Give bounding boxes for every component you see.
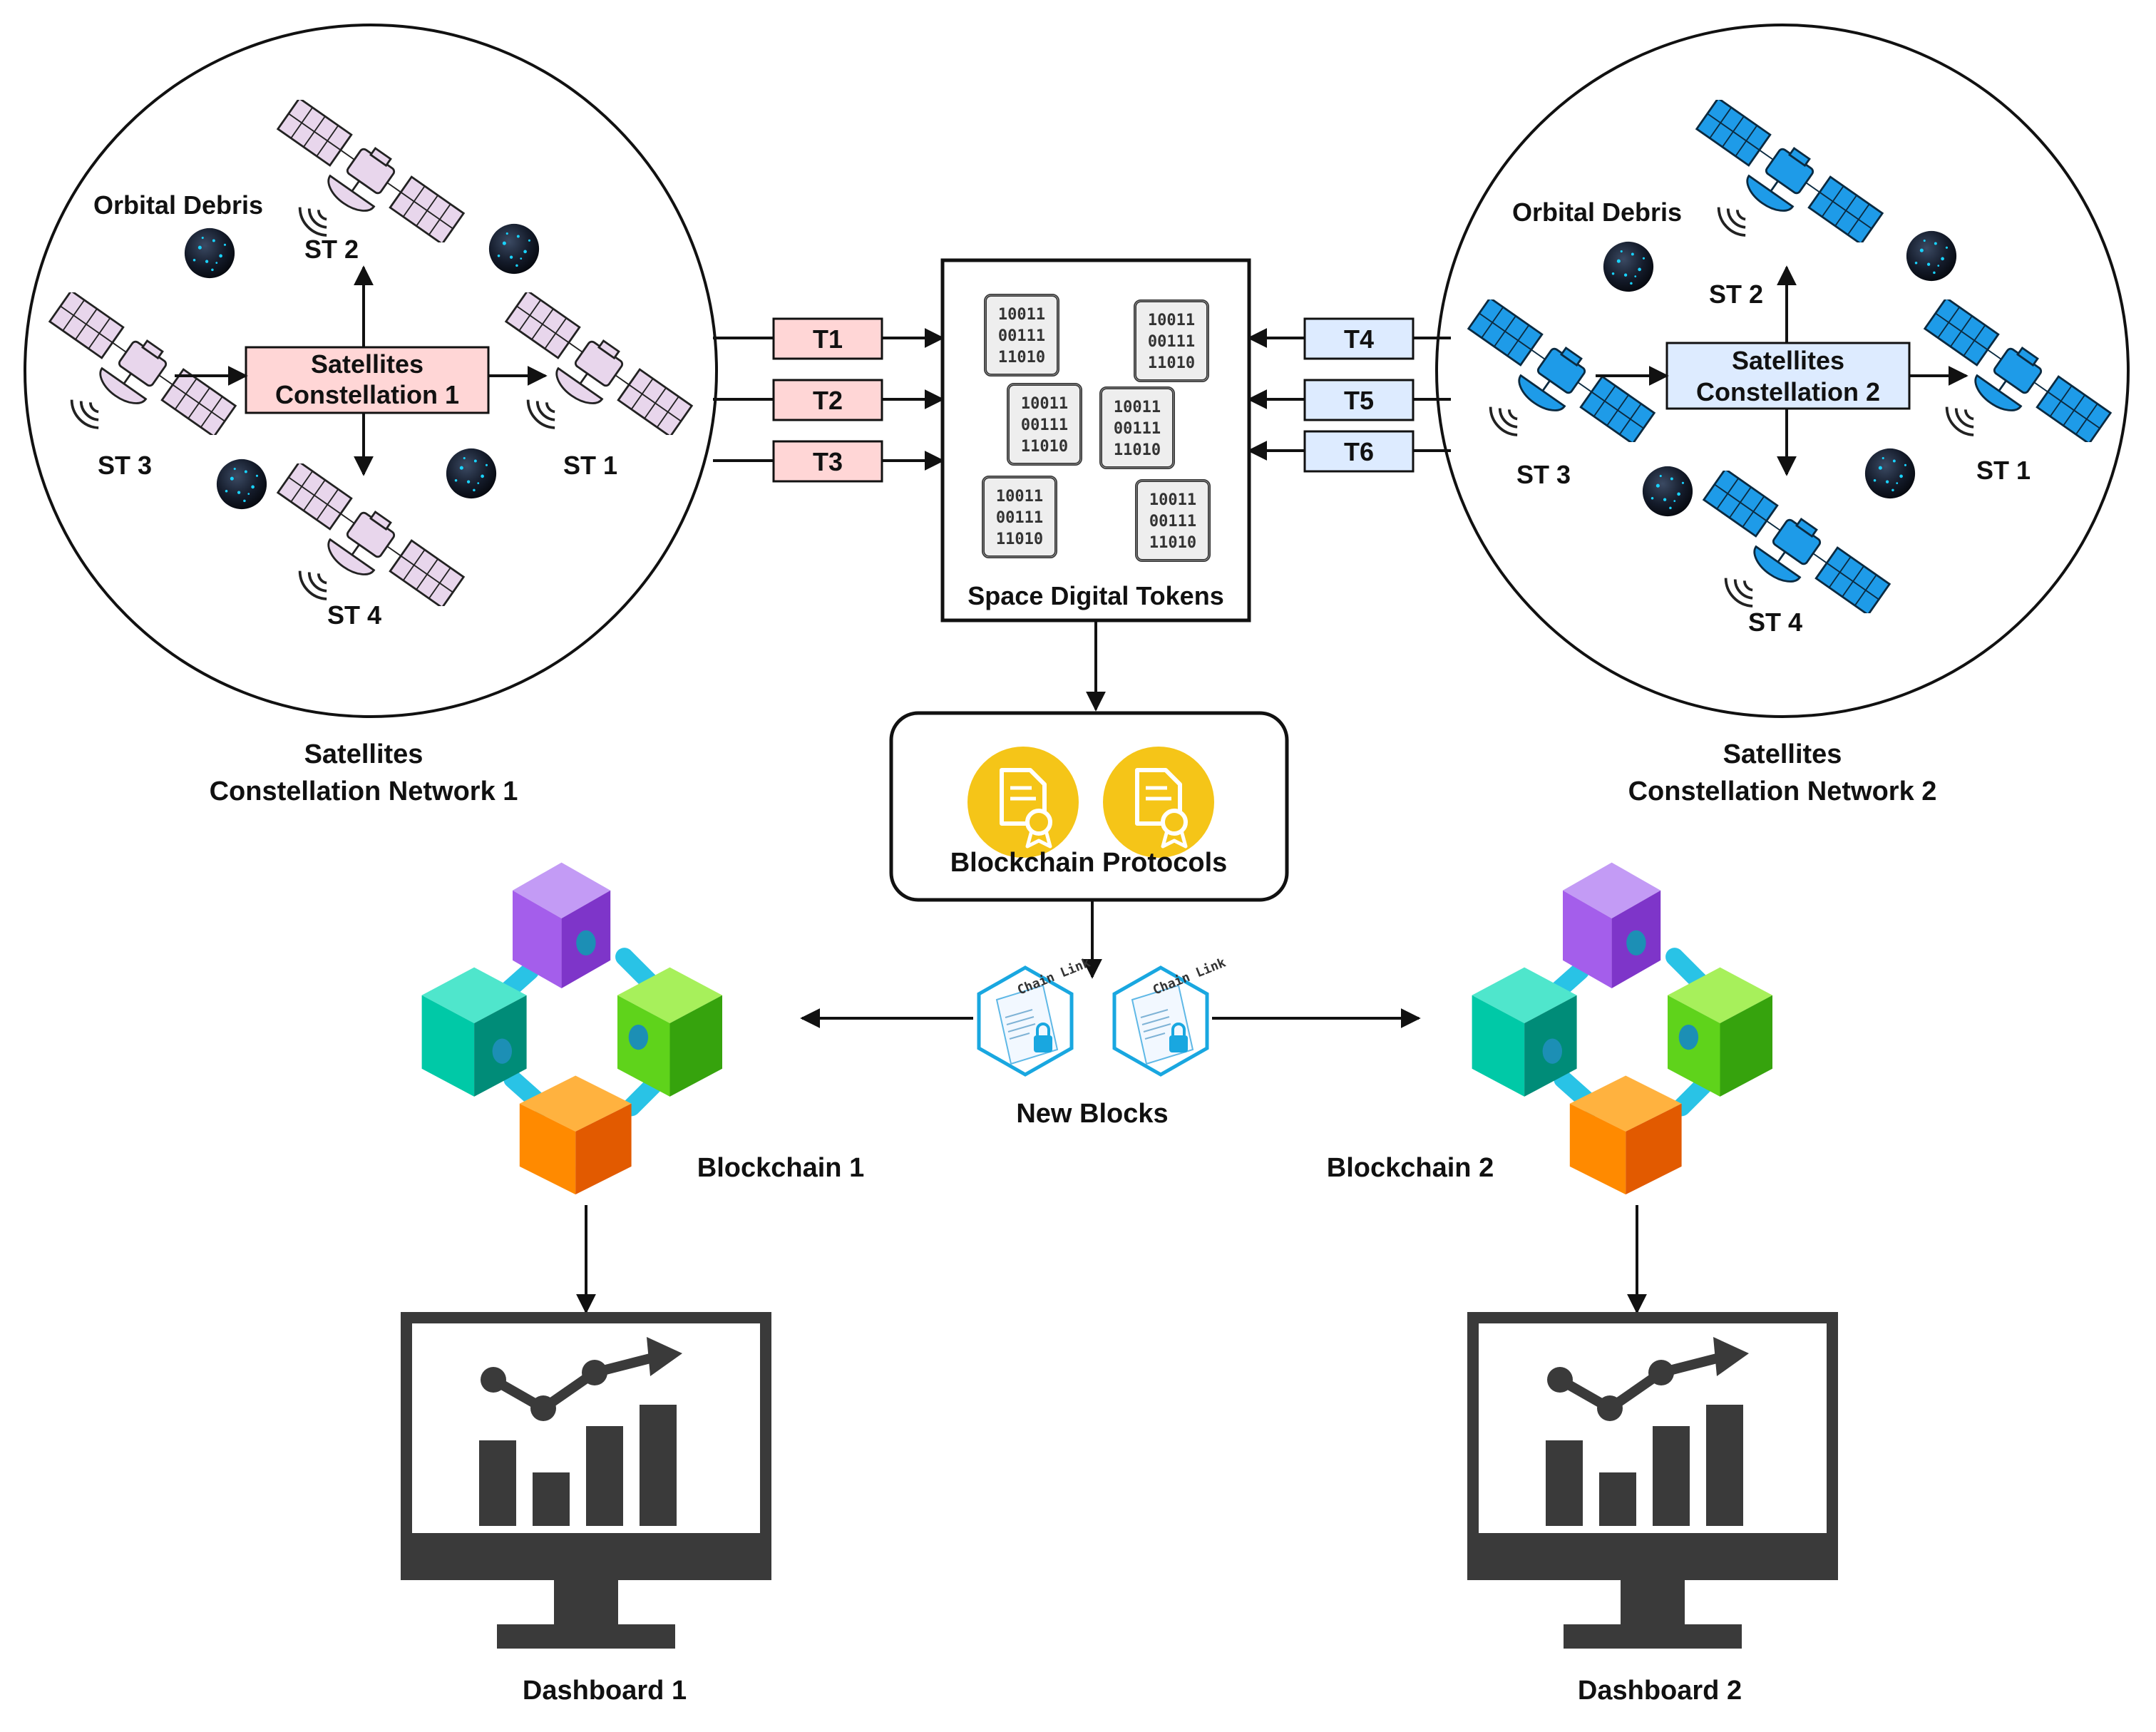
binary-line: 00111 bbox=[1021, 416, 1068, 434]
token-t3 bbox=[772, 440, 883, 483]
blockchain-protocols-box: Blockchain Protocols bbox=[889, 711, 1289, 902]
dashboard-1: Dashboard 1 bbox=[406, 1318, 766, 1706]
st4-label-2: ST 4 bbox=[1748, 608, 1802, 637]
new-blocks-label: New Blocks bbox=[1016, 1099, 1168, 1129]
blockchain-1: Blockchain 1 bbox=[422, 863, 864, 1195]
debris-icon bbox=[488, 223, 540, 275]
token-t6-label: T6 bbox=[1344, 437, 1374, 466]
st3-label-1: ST 3 bbox=[98, 451, 152, 480]
binary-line: 00111 bbox=[1148, 333, 1195, 351]
binary-line: 10011 bbox=[1148, 312, 1195, 329]
token-t2-label: T2 bbox=[813, 386, 843, 415]
binary-line: 10011 bbox=[1114, 399, 1161, 416]
network-2-boundary bbox=[1435, 24, 2130, 718]
orbital-debris-label-2: Orbital Debris bbox=[1512, 198, 1682, 227]
binary-line: 11010 bbox=[1148, 354, 1195, 372]
st3-label-2: ST 3 bbox=[1516, 460, 1571, 489]
token-t5 bbox=[1303, 379, 1415, 421]
dashboard-2-label: Dashboard 2 bbox=[1578, 1676, 1742, 1706]
binary-line: 00111 bbox=[1114, 420, 1161, 438]
binary-line: 11010 bbox=[1149, 534, 1196, 552]
token-t5-label: T5 bbox=[1344, 386, 1374, 415]
constellation-2-hub bbox=[1665, 342, 1911, 410]
blockchain-cubes-icon bbox=[1472, 863, 1772, 1195]
new-blocks-group: Chain Link Chain Link New Blocks bbox=[979, 955, 1228, 1129]
space-digital-tokens-label: Space Digital Tokens bbox=[967, 581, 1223, 610]
st4-label-1: ST 4 bbox=[327, 600, 381, 630]
hub-2-line1: Satellites bbox=[1732, 346, 1844, 375]
debris-icon bbox=[184, 227, 235, 279]
monitor-chart-icon bbox=[406, 1318, 766, 1649]
network-1-caption-line1: Satellites bbox=[304, 739, 423, 769]
blockchain-2: Blockchain 2 bbox=[1327, 863, 1772, 1195]
token-arrows-left: T1 T2 T3 bbox=[713, 317, 945, 483]
certificate-icon bbox=[1103, 747, 1214, 858]
constellation-network-2: Orbital Debris ST 2 ST 3 ST 1 ST 4 Satel… bbox=[1435, 24, 2130, 718]
satellite-icon bbox=[1923, 299, 2114, 442]
token-t1 bbox=[772, 317, 883, 360]
satellite-icon bbox=[504, 292, 695, 435]
binary-line: 10011 bbox=[1149, 491, 1196, 509]
debris-icon bbox=[216, 458, 267, 510]
st1-label-1: ST 1 bbox=[563, 451, 617, 480]
binary-line: 00111 bbox=[998, 327, 1045, 345]
binary-line: 11010 bbox=[1021, 438, 1068, 456]
binary-line: 11010 bbox=[1114, 441, 1161, 459]
token-t4-label: T4 bbox=[1344, 324, 1374, 354]
dashboard-2: Dashboard 2 bbox=[1473, 1318, 1832, 1706]
debris-icon bbox=[1603, 241, 1654, 292]
binary-line: 10011 bbox=[998, 306, 1045, 324]
token-t1-label: T1 bbox=[813, 324, 843, 354]
network-2-caption-line1: Satellites bbox=[1723, 739, 1842, 769]
debris-icon bbox=[1864, 448, 1916, 499]
blockchain-protocols-label: Blockchain Protocols bbox=[950, 848, 1228, 878]
token-t3-label: T3 bbox=[813, 447, 843, 476]
network-2-caption-line2: Constellation Network 2 bbox=[1628, 777, 1937, 806]
satellite-icon bbox=[48, 292, 239, 435]
debris-icon bbox=[1906, 230, 1957, 282]
satellite-icon bbox=[1467, 299, 1658, 442]
binary-line: 10011 bbox=[1021, 395, 1068, 413]
binary-line: 00111 bbox=[996, 509, 1043, 527]
network-1-boundary bbox=[24, 24, 718, 718]
binary-line: 11010 bbox=[996, 531, 1043, 548]
certificate-icon bbox=[967, 747, 1079, 858]
satellite-icon bbox=[276, 100, 467, 242]
network-1-caption-line2: Constellation Network 1 bbox=[210, 777, 518, 806]
blockchain-1-label: Blockchain 1 bbox=[697, 1153, 864, 1183]
st2-label-2: ST 2 bbox=[1709, 280, 1763, 309]
binary-line: 10011 bbox=[996, 488, 1043, 506]
satellite-icon bbox=[1695, 100, 1886, 242]
binary-line: 00111 bbox=[1149, 513, 1196, 531]
constellation-1-hub bbox=[245, 346, 490, 414]
satellite-icon bbox=[276, 463, 467, 606]
space-digital-tokens-box: 10011 00111 11010 10011 00111 11010 10011 00111… bbox=[940, 258, 1251, 622]
st1-label-2: ST 1 bbox=[1976, 456, 2031, 485]
hub-2-line2: Constellation 2 bbox=[1696, 377, 1880, 406]
token-arrows-right: T4 T5 T6 bbox=[1247, 317, 1451, 473]
constellation-network-1: Orbital Debris ST 2 ST 3 ST 1 ST 4 Satel… bbox=[24, 24, 718, 718]
debris-icon bbox=[1642, 466, 1693, 517]
debris-icon bbox=[446, 448, 497, 499]
dashboard-1-label: Dashboard 1 bbox=[523, 1676, 687, 1706]
hub-1-line2: Constellation 1 bbox=[275, 380, 459, 409]
token-t4 bbox=[1303, 317, 1415, 360]
orbital-debris-label-1: Orbital Debris bbox=[93, 190, 263, 220]
binary-line: 11010 bbox=[998, 349, 1045, 367]
satellite-icon bbox=[1702, 471, 1893, 613]
st2-label-1: ST 2 bbox=[304, 235, 359, 264]
token-t2 bbox=[772, 379, 883, 421]
blockchain-2-label: Blockchain 2 bbox=[1327, 1153, 1494, 1183]
blockchain-cubes-icon bbox=[422, 863, 722, 1195]
hub-1-line1: Satellites bbox=[311, 349, 423, 379]
monitor-chart-icon bbox=[1473, 1318, 1832, 1649]
token-t6 bbox=[1303, 430, 1415, 473]
